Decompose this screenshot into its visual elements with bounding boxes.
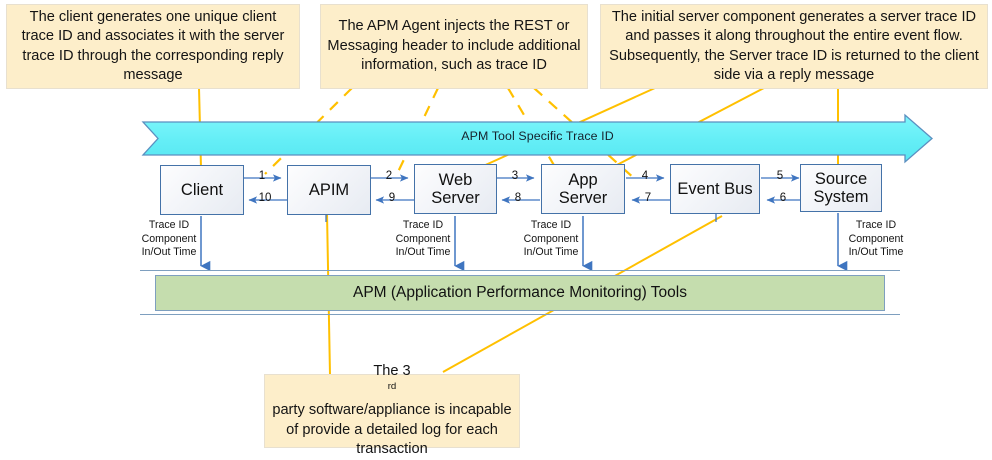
flow-number-10: 10	[258, 192, 272, 204]
note-apm-agent: The APM Agent injects the REST or Messag…	[320, 4, 588, 89]
node-event-bus-label: Event Bus	[677, 179, 753, 198]
node-client-label: Client	[180, 180, 224, 199]
node-source-system[interactable]: Source System	[800, 164, 882, 212]
apm-trace-banner-shape	[141, 113, 933, 164]
node-apim-label: APIM	[308, 180, 350, 199]
node-app-server[interactable]: App Server	[541, 164, 625, 214]
note-apm-agent-text: The APM Agent injects the REST or Messag…	[327, 18, 581, 74]
caption-source-line3: In/Out Time	[848, 246, 904, 259]
note-server-trace: The initial server component generates a…	[600, 4, 988, 89]
flow-number-5: 5	[776, 170, 784, 182]
apm-tools-bar-label: APM (Application Performance Monitoring)…	[353, 284, 687, 301]
caption-web-line2: Component	[395, 232, 451, 245]
flow-number-2: 2	[385, 170, 393, 182]
note-client-trace-text: The client generates one unique client t…	[21, 8, 285, 83]
caption-client: Trace ID Component In/Out Time	[138, 219, 200, 260]
node-client[interactable]: Client	[160, 165, 244, 215]
flow-number-7: 7	[644, 192, 652, 204]
apm-bar-rail-bottom	[140, 314, 900, 316]
caption-client-line2: Component	[141, 232, 197, 245]
connector-note-agent-app	[507, 87, 562, 178]
node-web-server-label-line2: Server	[431, 189, 480, 207]
node-web-server[interactable]: Web Server	[414, 164, 497, 214]
caption-app-line3: In/Out Time	[523, 246, 579, 259]
apm-tools-bar[interactable]: APM (Application Performance Monitoring)…	[155, 275, 885, 311]
flow-number-8: 8	[514, 192, 522, 204]
caption-web-server: Trace ID Component In/Out Time	[392, 219, 454, 260]
node-app-server-label-line1: App	[568, 170, 598, 189]
caption-source-line2: Component	[848, 232, 904, 245]
caption-app-line1: Trace ID	[530, 219, 572, 231]
caption-source-system: Trace ID Component In/Out Time	[843, 219, 909, 260]
node-web-server-label-line1: Web	[438, 170, 473, 189]
node-app-server-label-line2: Server	[558, 189, 608, 207]
note-server-trace-text: The initial server component generates a…	[609, 8, 979, 83]
caption-web-line1: Trace ID	[402, 219, 444, 231]
note-client-trace: The client generates one unique client t…	[6, 4, 300, 89]
node-event-bus[interactable]: Event Bus	[670, 164, 760, 214]
flow-number-9: 9	[388, 192, 396, 204]
flow-number-3: 3	[511, 170, 519, 182]
note-third-party-text-before: The 3	[373, 363, 411, 380]
node-source-system-label-line1: Source	[814, 169, 868, 188]
note-third-party-text-after: party software/appliance is incapable of…	[272, 402, 512, 458]
flow-number-4: 4	[641, 170, 649, 182]
apm-bar-rail-top	[140, 270, 900, 272]
caption-client-line1: Trace ID	[148, 219, 190, 231]
flow-number-1: 1	[258, 170, 266, 182]
node-apim[interactable]: APIM	[287, 165, 371, 215]
caption-web-line3: In/Out Time	[395, 246, 451, 259]
flow-number-6: 6	[779, 192, 787, 204]
caption-app-line2: Component	[523, 232, 579, 245]
caption-source-line1: Trace ID	[855, 219, 897, 231]
caption-client-line3: In/Out Time	[141, 246, 197, 259]
node-source-system-label-line2: System	[813, 188, 869, 206]
caption-app-server: Trace ID Component In/Out Time	[520, 219, 582, 260]
note-third-party-ordinal: rd	[387, 381, 397, 393]
